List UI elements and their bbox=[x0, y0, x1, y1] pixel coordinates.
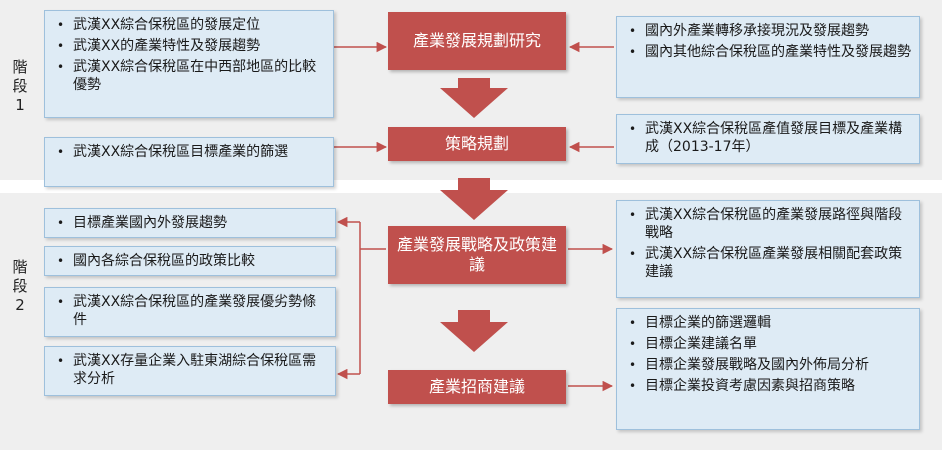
list-item: •武漢XX綜合保稅區目標產業的篩選 bbox=[57, 144, 289, 160]
node-investment-advice: 產業招商建議 bbox=[388, 370, 566, 404]
list-item: •目標企業的篩選邏輯 bbox=[629, 315, 771, 331]
list-item: •武漢XX存量企業入駐東湖綜合保稅區需求分析 bbox=[57, 353, 317, 387]
stage-1-label: 階 段 1 bbox=[12, 58, 28, 114]
left-box-target-screening: •武漢XX綜合保稅區目標產業的篩選 bbox=[44, 137, 334, 187]
list-item: •目標企業投資考慮因素與招商策略 bbox=[629, 378, 855, 394]
list-item: •武漢XX綜合保稅區的發展定位 bbox=[57, 17, 261, 33]
right-box-development-path: •武漢XX綜合保稅區的產業發展路徑與階段戰略 •武漢XX綜合保稅區產業發展相關配… bbox=[616, 200, 920, 298]
right-box-target-enterprises: •目標企業的篩選邏輯 •目標企業建議名單 •目標企業發展戰略及國內外佈局分析 •… bbox=[616, 308, 920, 430]
list-item: •武漢XX的產業特性及發展趨勢 bbox=[57, 38, 261, 54]
right-box-output-target: •武漢XX綜合保稅區產值發展目標及產業構成（2013-17年） bbox=[616, 114, 920, 164]
node-strategy-policy: 產業發展戰略及政策建議 bbox=[388, 226, 566, 284]
list-item: •武漢XX綜合保稅區的產業發展路徑與階段戰略 bbox=[629, 207, 903, 241]
list-item: •國內各綜合保稅區的政策比較 bbox=[57, 253, 255, 269]
list-item: •武漢XX綜合保稅區在中西部地區的比較優勢 bbox=[57, 59, 317, 93]
left-box-demand: •武漢XX存量企業入駐東湖綜合保稅區需求分析 bbox=[44, 346, 336, 396]
left-box-swot: •武漢XX綜合保稅區的產業發展優劣勢條件 bbox=[44, 287, 336, 337]
node-strategy-planning: 策略規劃 bbox=[388, 127, 566, 161]
right-box-trends: •國內外產業轉移承接現況及發展趨勢 •國內其他綜合保稅區的產業特性及發展趨勢 bbox=[616, 16, 920, 98]
left-box-trends: •目標產業國內外發展趨勢 bbox=[44, 208, 336, 238]
list-item: •武漢XX綜合保稅區產值發展目標及產業構成（2013-17年） bbox=[629, 121, 903, 155]
left-box-stage1-analysis: •武漢XX綜合保稅區的發展定位 •武漢XX的產業特性及發展趨勢 •武漢XX綜合保… bbox=[44, 10, 334, 118]
list-item: •目標產業國內外發展趨勢 bbox=[57, 215, 227, 231]
stage-2-label: 階 段 2 bbox=[12, 258, 28, 314]
list-item: •國內外產業轉移承接現況及發展趨勢 bbox=[629, 23, 869, 39]
list-item: •武漢XX綜合保稅區產業發展相關配套政策建議 bbox=[629, 246, 903, 280]
node-industry-research: 產業發展規劃研究 bbox=[388, 12, 566, 70]
list-item: •目標企業發展戰略及國內外佈局分析 bbox=[629, 357, 869, 373]
left-box-policy-compare: •國內各綜合保稅區的政策比較 bbox=[44, 246, 336, 276]
list-item: •目標企業建議名單 bbox=[629, 336, 757, 352]
list-item: •武漢XX綜合保稅區的產業發展優劣勢條件 bbox=[57, 294, 317, 328]
list-item: •國內其他綜合保稅區的產業特性及發展趨勢 bbox=[629, 44, 911, 60]
